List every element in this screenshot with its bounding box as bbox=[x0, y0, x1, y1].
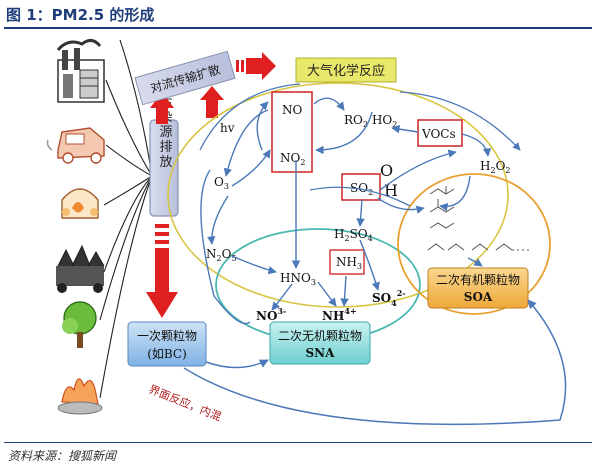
atmospheric-label: 大气化学反应 bbox=[307, 63, 385, 79]
red-arrows bbox=[146, 52, 276, 318]
o-big-label: O bbox=[380, 161, 393, 180]
cooking-icon bbox=[61, 188, 99, 219]
nh4-label: NH4+ bbox=[322, 306, 357, 323]
sna-box bbox=[269, 321, 371, 365]
so2-label: SO2 bbox=[350, 181, 373, 197]
source-rule bbox=[4, 442, 592, 443]
interface-arrows bbox=[183, 299, 567, 426]
source-connectors bbox=[99, 39, 153, 399]
sna-label-1: 二次无机颗粒物 bbox=[278, 328, 362, 343]
arc-arrows bbox=[199, 83, 521, 207]
tree-icon bbox=[62, 301, 97, 348]
reaction-arrows bbox=[200, 97, 492, 325]
primary-particle-box bbox=[127, 321, 207, 367]
hv-label: hv bbox=[220, 121, 235, 135]
no2-label: NO2 bbox=[280, 151, 305, 167]
n2o5-label: N2O5 bbox=[206, 247, 237, 263]
h-big-label: H bbox=[384, 181, 398, 200]
interface-label: 界面反应，内混 bbox=[147, 382, 224, 424]
so4-label: SO42- bbox=[372, 288, 406, 308]
nh3-label: NH3 bbox=[336, 255, 362, 271]
nh3-box bbox=[329, 249, 365, 275]
o3-label: O3 bbox=[214, 175, 229, 191]
soa-label-2: SOA bbox=[464, 290, 493, 304]
atmospheric-box bbox=[295, 57, 397, 83]
title-rule bbox=[4, 27, 592, 29]
atmosphere-oval bbox=[167, 82, 509, 308]
factory-icon bbox=[56, 39, 105, 103]
no3-label: NO3- bbox=[256, 306, 286, 323]
soa-oval bbox=[397, 173, 551, 315]
vocs-box bbox=[417, 119, 463, 147]
hno3-label: HNO3 bbox=[280, 271, 316, 287]
soa-box bbox=[427, 267, 529, 309]
h2o2-label: H2O2 bbox=[480, 159, 511, 175]
soa-label-1: 二次有机颗粒物 bbox=[436, 272, 520, 287]
organic-molecules bbox=[427, 186, 530, 251]
fire-icon bbox=[57, 378, 103, 415]
vocs-label: VOCs bbox=[421, 127, 456, 141]
farming-icon bbox=[56, 244, 105, 293]
car-icon bbox=[46, 127, 105, 164]
primary-label-2: (如BC) bbox=[147, 346, 187, 361]
no-label: NO bbox=[282, 103, 303, 117]
h2so4-label: H2SO4 bbox=[334, 227, 373, 243]
figure-source: 资料来源：搜狐新闻 bbox=[8, 449, 117, 463]
sna-label-2: SNA bbox=[306, 346, 336, 360]
primary-label-1: 一次颗粒物 bbox=[137, 328, 197, 343]
nox-box bbox=[271, 91, 313, 173]
figure-title: 图 1：PM2.5 的形成 bbox=[6, 6, 155, 24]
